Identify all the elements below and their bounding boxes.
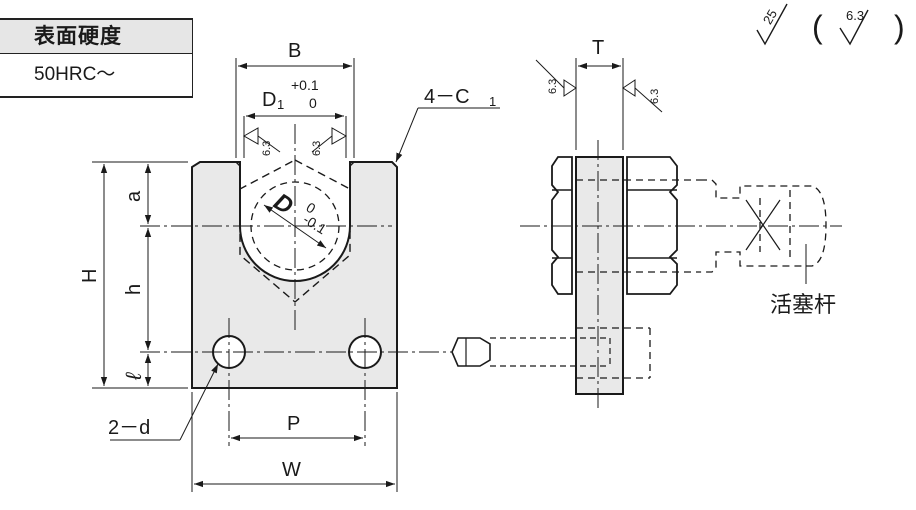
- roughness-main-value: 25: [760, 7, 780, 27]
- front-view-labels: B D 1 +0.1 0 6.3 6.3 D 0 -0.1 4－C 1 H a …: [79, 40, 496, 481]
- dim-h-label: h: [123, 284, 145, 295]
- chamfer-label: 4－C: [424, 86, 470, 108]
- dim-H-label: H: [79, 269, 101, 283]
- bracket-front-view: [140, 124, 460, 446]
- dim-P-label: P: [287, 413, 300, 435]
- roughness-bracket-open: (: [812, 9, 823, 45]
- dim-W-label: W: [282, 459, 301, 481]
- dim-D1-tol-lower: 0: [309, 95, 317, 111]
- dim-l-label: ℓ: [121, 372, 146, 381]
- face-right-roughness: 6.3: [649, 89, 661, 104]
- dim-D-label: D: [269, 188, 298, 220]
- hole-label: 2－d: [108, 417, 150, 439]
- chamfer-subscript: 1: [489, 94, 496, 109]
- slot-surface-marks: [242, 127, 348, 153]
- dim-D1-label: D: [262, 89, 276, 111]
- surface-hardness-table: 表面硬度 50HRC～: [0, 18, 193, 98]
- dim-a-label: a: [123, 190, 145, 202]
- front-view-dimensions: [92, 58, 500, 492]
- side-view-dimensions: [535, 58, 807, 284]
- dim-D1-subscript: 1: [277, 97, 284, 112]
- roughness-symbol: 25 ( 6.3 ): [756, 3, 905, 46]
- dim-D1-tol-upper: +0.1: [291, 77, 319, 93]
- surface-hardness-value: 50HRC～: [34, 64, 116, 85]
- piston-rod-label: 活塞杆: [770, 292, 836, 317]
- roughness-bracket-value: 6.3: [846, 8, 864, 23]
- face-left-roughness: 6.3: [547, 79, 559, 94]
- dim-T-label: T: [592, 37, 604, 59]
- bracket-side-view: [451, 140, 842, 408]
- dim-B-label: B: [288, 40, 301, 62]
- side-view-labels: T 6.3 6.3 活塞杆: [547, 37, 836, 317]
- slot-left-roughness: 6.3: [261, 141, 273, 156]
- roughness-bracket-close: ): [894, 9, 905, 45]
- surface-hardness-header: 表面硬度: [0, 20, 192, 54]
- slot-right-roughness: 6.3: [311, 141, 323, 156]
